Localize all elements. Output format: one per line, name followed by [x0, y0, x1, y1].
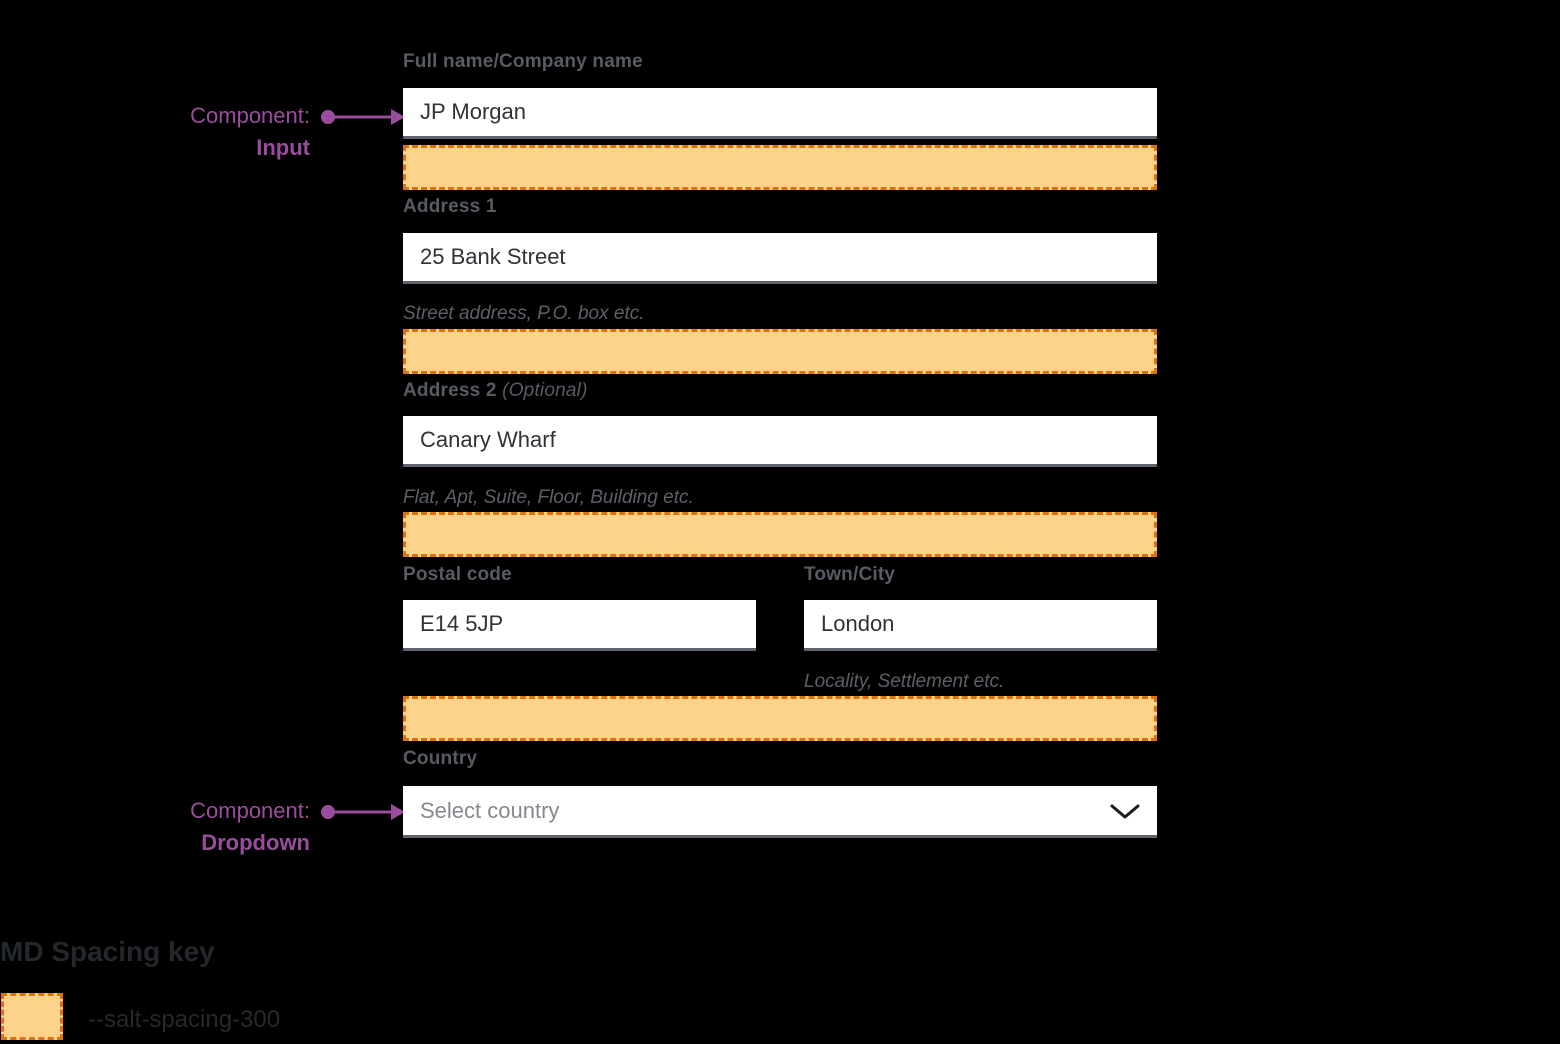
annotation-arrow-icon [321, 804, 405, 820]
address1-label: Address 1 [403, 196, 497, 217]
town-city-input[interactable] [804, 600, 1157, 651]
town-city-label: Town/City [804, 564, 896, 585]
town-city-helper: Locality, Settlement etc. [804, 671, 1005, 692]
annotation-arrow-icon [321, 109, 405, 125]
address1-helper: Street address, P.O. box etc. [403, 303, 645, 324]
chevron-down-icon [1110, 804, 1140, 819]
annotation-component-input: Component: Input [190, 100, 310, 164]
address2-helper: Flat, Apt, Suite, Floor, Building etc. [403, 487, 694, 508]
annotation-component-name: Input [256, 135, 310, 160]
country-dropdown-placeholder: Select country [420, 798, 560, 823]
full-name-label: Full name/Company name [403, 51, 643, 72]
spacing-key-title: MD Spacing key [0, 936, 215, 967]
annotation-component-dropdown: Component: Dropdown [190, 795, 310, 859]
postal-code-label: Postal code [403, 564, 512, 585]
postal-code-input[interactable] [403, 600, 756, 651]
annotation-prefix: Component: [190, 103, 310, 128]
spacing-key-token: --salt-spacing-300 [88, 1006, 281, 1033]
address1-input[interactable] [403, 233, 1157, 284]
spacing-block [403, 696, 1157, 741]
spacing-block [403, 512, 1157, 557]
full-name-input[interactable] [403, 88, 1157, 139]
address2-label: Address 2 (Optional) [403, 380, 588, 402]
annotation-prefix: Component: [190, 798, 310, 823]
country-dropdown[interactable]: Select country [403, 786, 1157, 838]
address2-label-text: Address 2 [403, 380, 497, 401]
address2-optional-suffix: (Optional) [502, 380, 588, 401]
address2-input[interactable] [403, 416, 1157, 467]
spacing-key-swatch [1, 993, 63, 1040]
annotation-component-name: Dropdown [201, 830, 310, 855]
address-form: Full name/Company name Address 1 Street … [403, 0, 1157, 900]
spacing-block [403, 329, 1157, 374]
country-label: Country [403, 748, 478, 769]
spacing-block [403, 145, 1157, 190]
